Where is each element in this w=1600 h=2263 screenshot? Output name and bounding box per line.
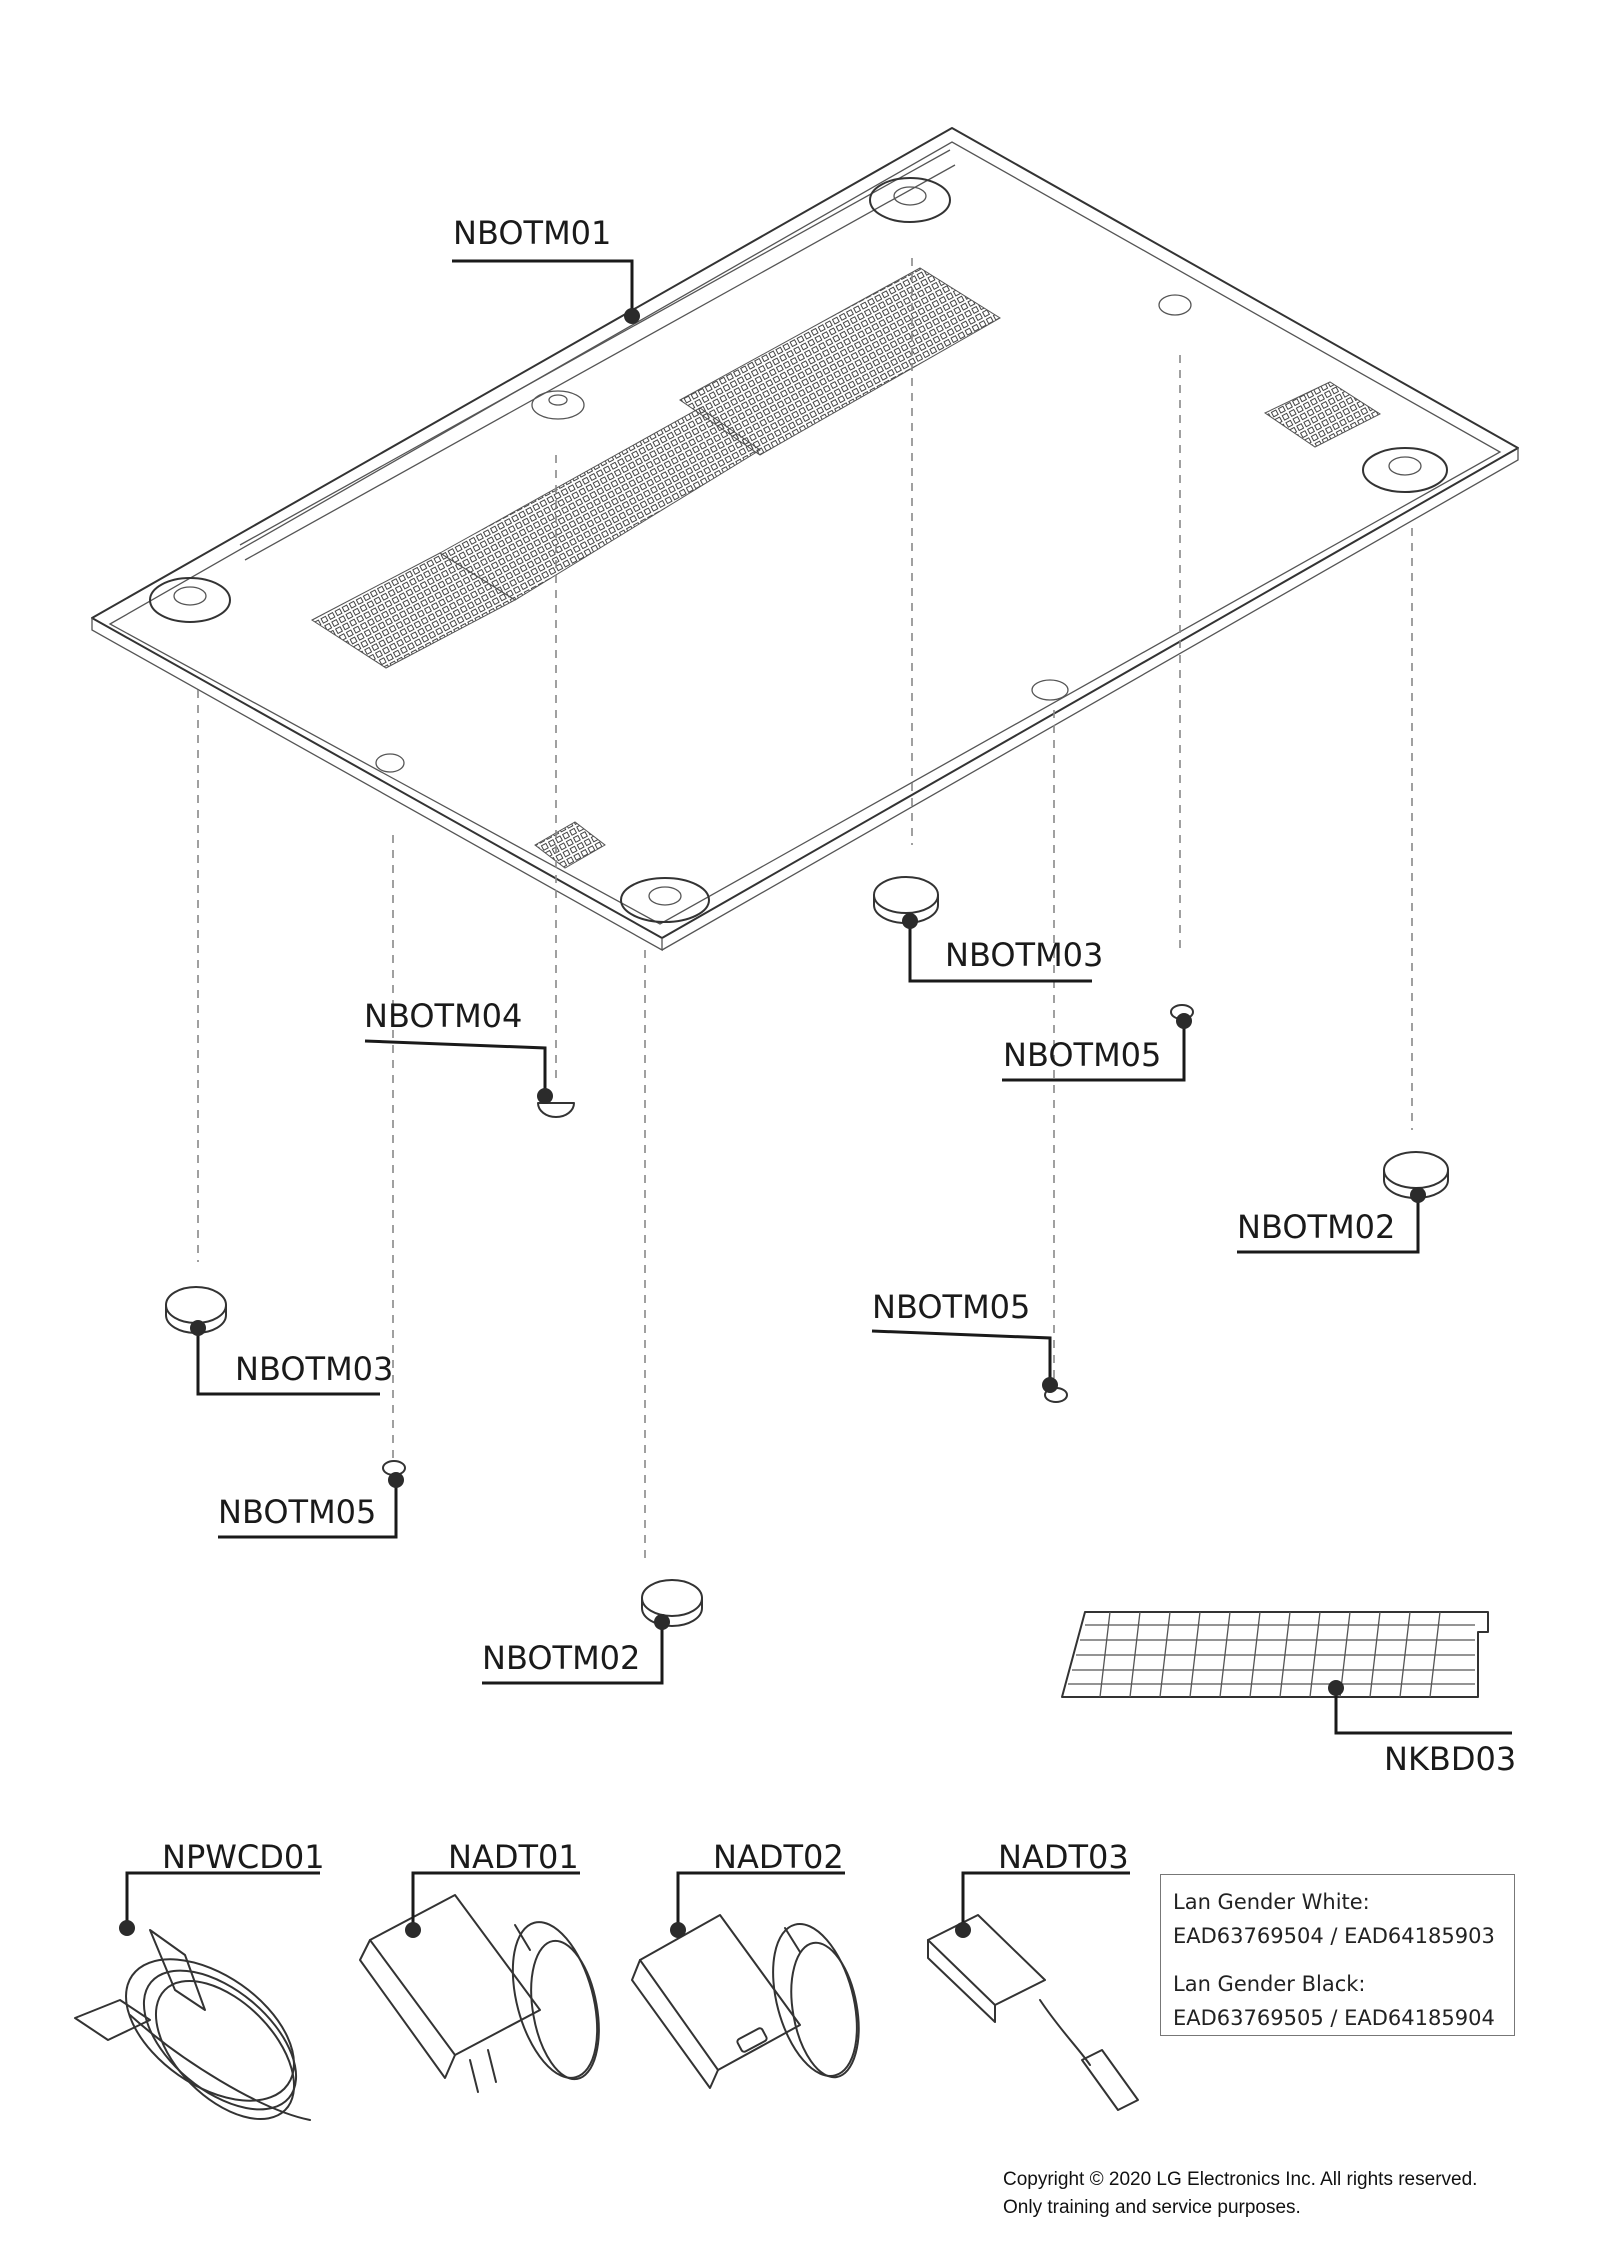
vent-mesh-4 [1263, 381, 1382, 448]
label-nbotm05-center: NBOTM05 [872, 1288, 1030, 1326]
keyboard [1061, 1611, 1489, 1698]
vent-mesh-5 [534, 821, 606, 869]
label-nbotm01: NBOTM01 [453, 214, 611, 252]
label-nbotm05-right: NBOTM05 [1003, 1036, 1161, 1074]
screw-boss-4 [375, 753, 405, 773]
label-nbotm03-left: NBOTM03 [235, 1350, 393, 1388]
foot-seat-4 [620, 877, 710, 923]
copyright-line: Copyright © 2020 LG Electronics Inc. All… [1003, 2169, 1478, 2190]
vent-mesh-2 [439, 407, 761, 601]
bottom-cover [91, 127, 1519, 952]
foot-seat-3 [1362, 447, 1448, 493]
foot-nbotm02-center [641, 1579, 703, 1627]
screw-boss-1 [531, 390, 585, 420]
adapter-nadt02 [631, 1914, 860, 2089]
note-black-codes: EAD63769505 / EAD64185904 [1173, 2006, 1495, 2030]
power-cord [74, 1929, 311, 2121]
screw-boss-3 [1031, 679, 1069, 701]
screw-boss-2 [1158, 294, 1192, 316]
label-nbotm02-right: NBOTM02 [1237, 1208, 1395, 1246]
label-nbotm05-left: NBOTM05 [218, 1493, 376, 1531]
note-white-title: Lan Gender White: [1173, 1890, 1370, 1914]
foot-seat-1 [149, 577, 231, 623]
lan-gender-note: Lan Gender White: EAD63769504 / EAD64185… [1160, 1874, 1515, 2036]
assembly-guides [197, 258, 1413, 1560]
label-nadt02: NADT02 [713, 1838, 844, 1876]
note-white-codes: EAD63769504 / EAD64185903 [1173, 1924, 1495, 1948]
vent-mesh-3 [679, 267, 1001, 456]
label-npwcd01: NPWCD01 [162, 1838, 325, 1876]
note-black-title: Lan Gender Black: [1173, 1972, 1366, 1996]
foot-nbotm04 [537, 1102, 575, 1118]
label-nadt01: NADT01 [448, 1838, 579, 1876]
adapter-nadt01 [359, 1894, 600, 2093]
label-nkbd03: NKBD03 [1384, 1740, 1516, 1778]
label-nadt03: NADT03 [998, 1838, 1129, 1876]
usage-line: Only training and service purposes. [1003, 2197, 1301, 2218]
copyright-footer: Copyright © 2020 LG Electronics Inc. All… [1003, 2166, 1477, 2222]
leader-lines [119, 259, 1512, 1938]
label-nbotm02-center: NBOTM02 [482, 1639, 640, 1677]
lan-gender-nadt03 [927, 1914, 1139, 2111]
label-nbotm03-right: NBOTM03 [945, 936, 1103, 974]
label-nbotm04: NBOTM04 [364, 997, 522, 1035]
foot-seat-2 [869, 177, 951, 223]
callout-labels: NBOTM01 NBOTM03 NBOTM04 NBOTM05 NBOTM02 … [162, 214, 1516, 1876]
